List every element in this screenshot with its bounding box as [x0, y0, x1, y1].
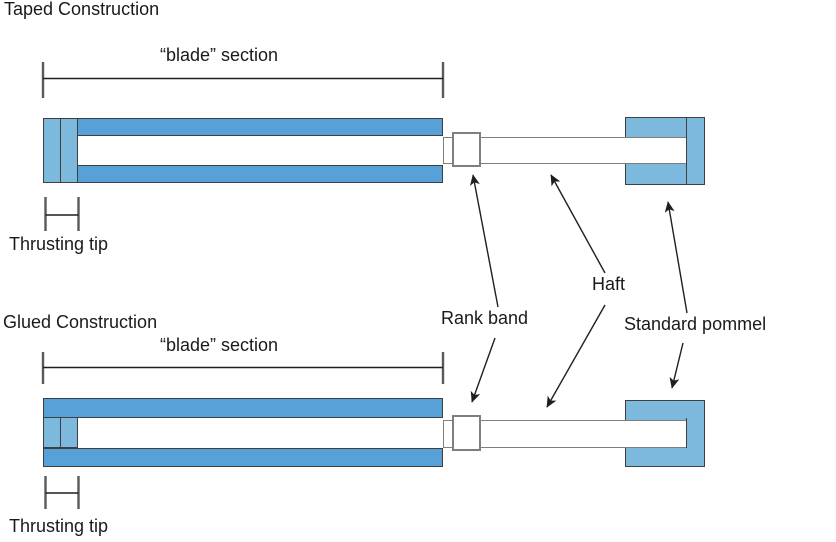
blade-top-strip-glued — [43, 398, 443, 418]
thrusting-tip-label-glued: Thrusting tip — [9, 516, 109, 536]
blade-dimension-glued — [41, 352, 445, 384]
rank-band-glued — [452, 415, 481, 451]
blade-section-label-glued: “blade” section — [159, 335, 279, 355]
pommel-arrow-up — [664, 201, 688, 314]
thrusting-dimension-taped — [44, 197, 80, 231]
thrusting-dimension-glued — [44, 476, 80, 509]
glued-title: Glued Construction — [3, 312, 158, 332]
thrusting-tip-label-taped: Thrusting tip — [9, 234, 109, 254]
haft-arrow-down — [546, 304, 606, 408]
rank-band-taped — [452, 132, 481, 167]
blade-top-strip-taped — [77, 118, 443, 136]
blade-bottom-strip-taped — [77, 165, 443, 183]
blade-bottom-strip-glued — [43, 448, 443, 467]
pommel-cap-divider-glued — [686, 418, 687, 448]
pommel-arrow-down — [669, 342, 684, 389]
blade-section-label-taped: “blade” section — [159, 45, 279, 65]
rank-band-label: Rank band — [441, 308, 529, 328]
haft-arrow-up — [550, 174, 606, 274]
taped-title: Taped Construction — [4, 0, 160, 19]
haft-label: Haft — [592, 274, 626, 294]
standard-pommel-label: Standard pommel — [624, 314, 767, 334]
pommel-cap-divider-taped — [686, 117, 687, 185]
rank-band-arrow-down — [470, 337, 496, 403]
rank-band-arrow-up — [469, 174, 499, 308]
blade-dimension-taped — [41, 62, 445, 98]
haft-rod-glued — [443, 420, 687, 448]
tip-divider-taped — [60, 118, 61, 183]
haft-rod-taped — [443, 137, 687, 164]
tip-divider-glued — [60, 417, 61, 448]
